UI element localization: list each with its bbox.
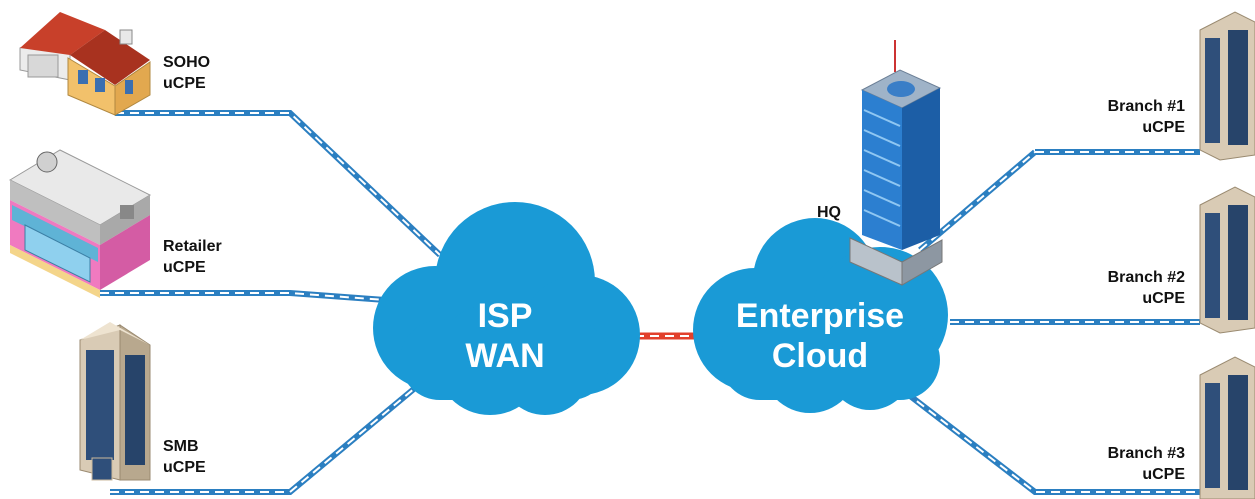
branch-2-label: Branch #2 uCPE <box>1108 267 1185 309</box>
isp-line-2: WAN <box>465 337 545 375</box>
retailer-shop-icon <box>8 149 152 298</box>
branch-3-building-icon <box>1199 356 1255 499</box>
smb-name: SMB <box>163 438 199 455</box>
branch-2-device: uCPE <box>1142 290 1185 307</box>
branch-2-name: Branch #2 <box>1107 269 1185 286</box>
branch-2-building-icon <box>1199 186 1255 334</box>
enterprise-cloud <box>693 218 948 413</box>
isp-wan-cloud-label: ISP WAN <box>420 296 590 376</box>
hq-building-icon <box>849 40 943 286</box>
soho-house-icon <box>19 12 151 116</box>
link-smb <box>110 385 417 495</box>
branch-1-label: Branch #1 uCPE <box>1108 96 1185 138</box>
soho-name: SOHO <box>163 54 211 71</box>
smb-label: SMB uCPE <box>163 436 206 478</box>
retailer-label: Retailer uCPE <box>163 236 222 278</box>
links <box>100 110 1200 495</box>
branch-1-device: uCPE <box>1142 119 1185 136</box>
retailer-name: Retailer <box>163 238 222 255</box>
branch-1-name: Branch #1 <box>1107 98 1185 115</box>
isp-wan-cloud <box>373 202 640 415</box>
branch-3-device: uCPE <box>1142 466 1185 483</box>
branch-1-building-icon <box>1199 11 1255 161</box>
link-soho <box>115 110 443 258</box>
retailer-device: uCPE <box>163 259 206 276</box>
soho-label: SOHO uCPE <box>163 52 210 94</box>
branch-3-name: Branch #3 <box>1107 445 1185 462</box>
smb-building-icon <box>79 322 151 481</box>
branch-3-label: Branch #3 uCPE <box>1108 443 1185 485</box>
enterprise-line-1: Enterprise <box>735 297 905 335</box>
isp-line-1: ISP <box>477 297 533 335</box>
enterprise-line-2: Cloud <box>771 337 869 375</box>
link-branch-3 <box>903 389 1200 495</box>
enterprise-cloud-label: Enterprise Cloud <box>715 296 925 376</box>
link-retailer <box>100 290 386 303</box>
smb-device: uCPE <box>163 459 206 476</box>
hq-label: HQ <box>817 204 841 221</box>
soho-device: uCPE <box>163 75 206 92</box>
